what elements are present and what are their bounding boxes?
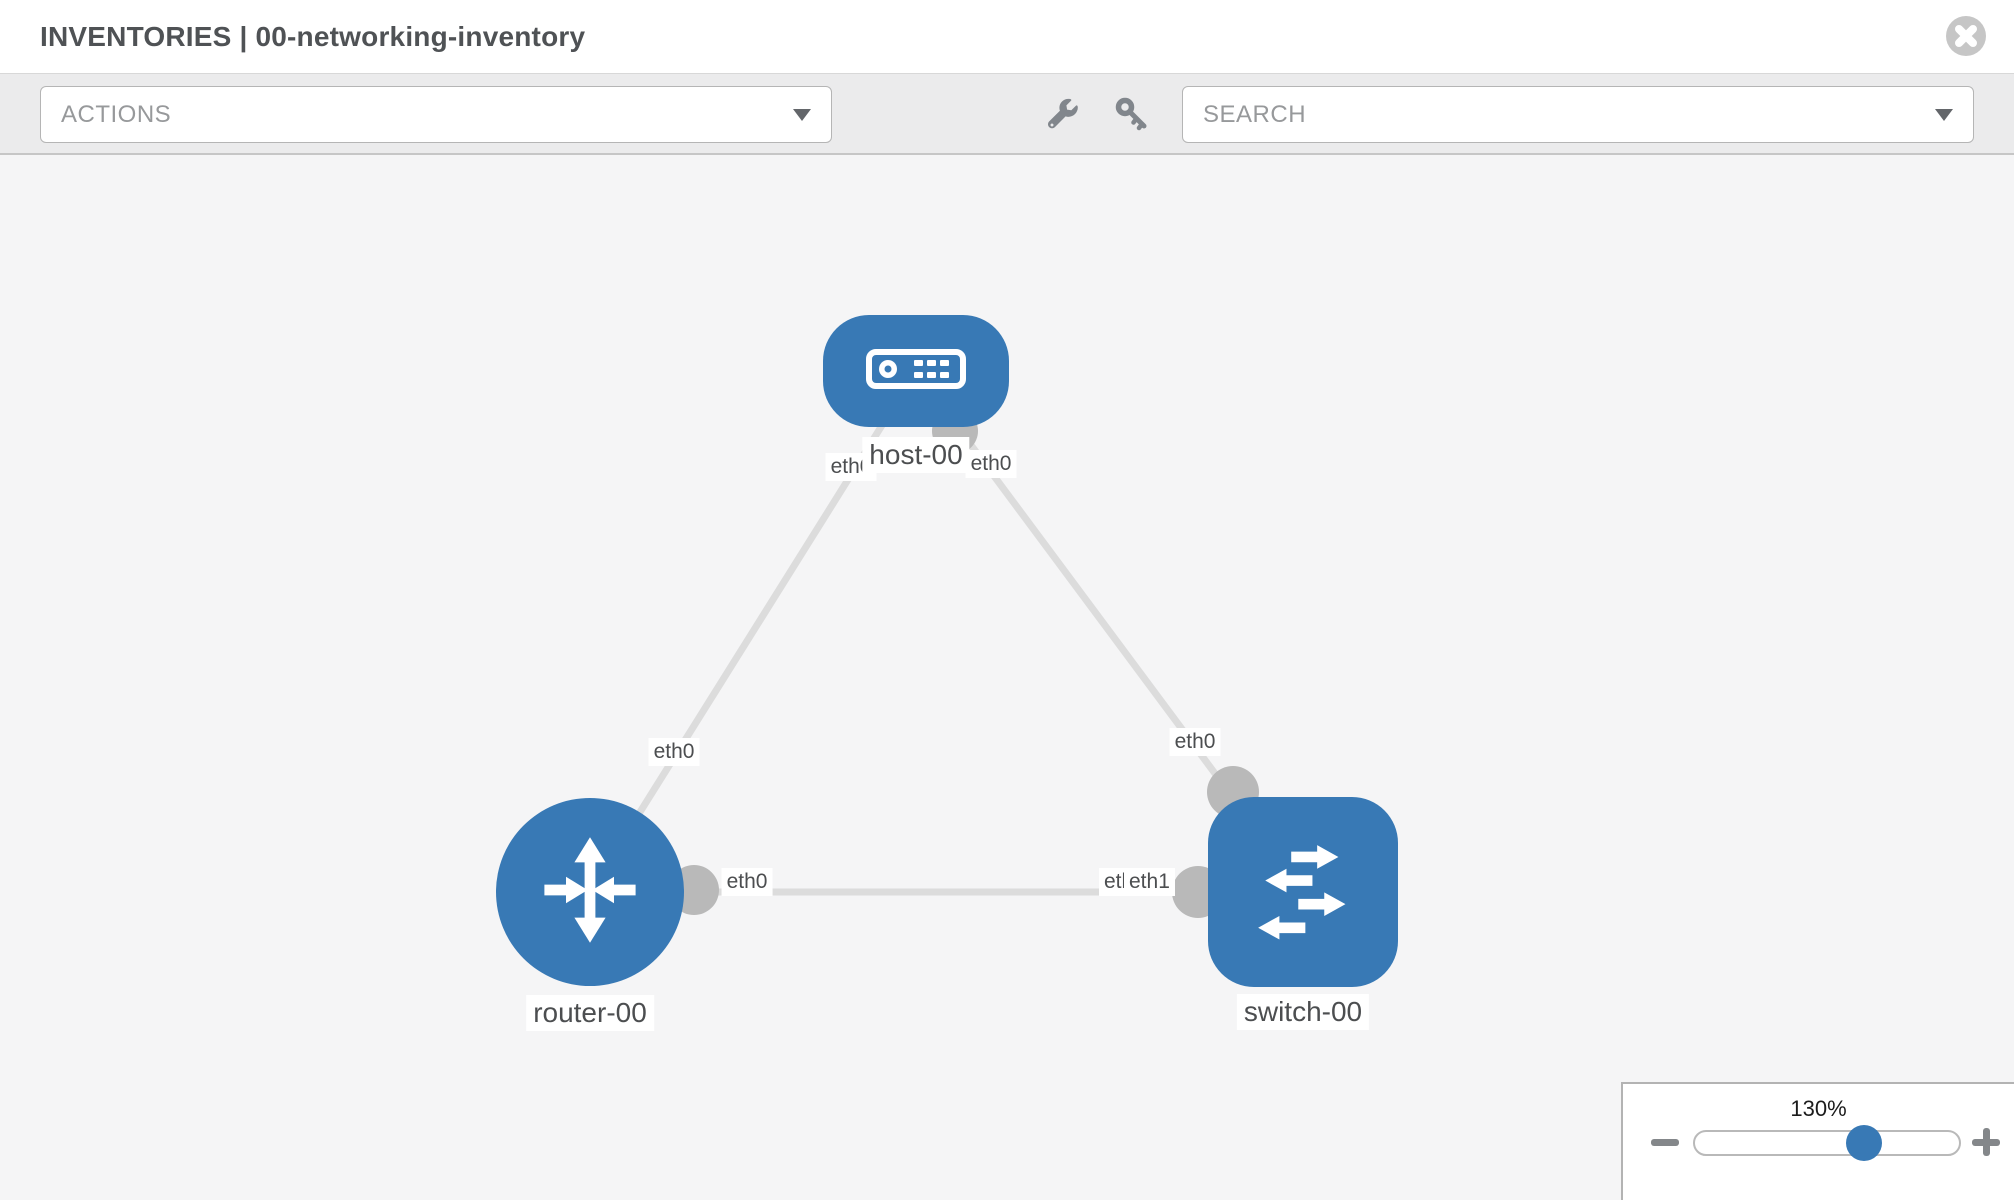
zoom-control-panel: 130% xyxy=(1621,1082,2014,1200)
search-dropdown[interactable]: SEARCH xyxy=(1182,86,1974,143)
chevron-down-icon xyxy=(793,108,811,121)
zoom-in-button[interactable] xyxy=(1972,1128,2000,1156)
close-button[interactable] xyxy=(1945,15,1987,57)
router-icon xyxy=(530,830,650,955)
close-icon xyxy=(1945,16,1987,60)
chevron-down-icon xyxy=(1935,108,1953,121)
modal-header: INVENTORIES | 00-networking-inventory xyxy=(0,0,2014,73)
node-host-00[interactable] xyxy=(823,315,1009,427)
node-label-switch: switch-00 xyxy=(1236,994,1370,1030)
server-icon xyxy=(866,347,966,396)
interface-label: eth0 xyxy=(825,453,877,481)
key-icon xyxy=(1115,97,1149,134)
plus-icon xyxy=(1983,1128,1990,1156)
node-router-00[interactable] xyxy=(496,798,684,986)
node-label-router: router-00 xyxy=(526,995,654,1031)
actions-dropdown-label: ACTIONS xyxy=(61,100,172,128)
interface-label: eth0 xyxy=(721,868,773,896)
interface-label: eth0 xyxy=(648,738,700,766)
topology-links-layer xyxy=(587,368,1306,918)
zoom-out-button[interactable] xyxy=(1651,1139,1679,1146)
search-placeholder: SEARCH xyxy=(1203,100,1307,128)
interface-label: eth0 xyxy=(965,450,1017,478)
zoom-slider-track[interactable] xyxy=(1693,1125,1961,1161)
switch-icon-node[interactable] xyxy=(1208,797,1398,987)
page-title: INVENTORIES | 00-networking-inventory xyxy=(40,21,586,52)
interface-label: eth0 xyxy=(1169,728,1221,756)
zoom-level-value: 130% xyxy=(1790,1096,1847,1121)
wrench-icon xyxy=(1048,98,1080,133)
actions-dropdown[interactable]: ACTIONS xyxy=(40,86,832,143)
key-button[interactable] xyxy=(1108,93,1156,137)
topology-canvas[interactable]: eth0 eth0 eth0 eth0 eth0 eth0 eth1 host-… xyxy=(0,155,2014,1200)
configure-button[interactable] xyxy=(1040,93,1088,137)
interface-label: eth1 xyxy=(1124,868,1175,896)
node-label-host: host-00 xyxy=(862,437,970,473)
zoom-slider-handle[interactable] xyxy=(1845,1125,1882,1161)
switch-icon xyxy=(1244,831,1362,954)
toolbar: ACTIONS SEARCH xyxy=(0,73,2014,155)
